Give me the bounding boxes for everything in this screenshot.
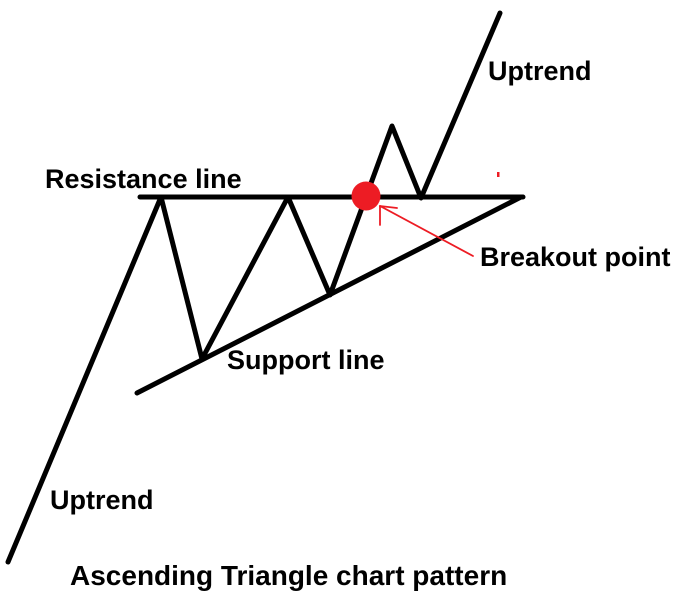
price-zigzag-path xyxy=(5,10,503,565)
support-line-label: Support line xyxy=(227,345,385,375)
uptrend-bottom-label: Uptrend xyxy=(50,485,154,515)
breakout-arrowhead xyxy=(379,205,398,209)
breakout-point-label: Breakout point xyxy=(480,242,671,272)
resistance-line-label: Resistance line xyxy=(45,164,242,194)
breakout-arrow-shaft xyxy=(379,205,474,257)
diagram-title: Ascending Triangle chart pattern xyxy=(70,560,508,591)
uptrend-top-label: Uptrend xyxy=(488,56,592,86)
breakout-dot xyxy=(351,181,381,211)
stray-red-speck xyxy=(497,172,500,177)
